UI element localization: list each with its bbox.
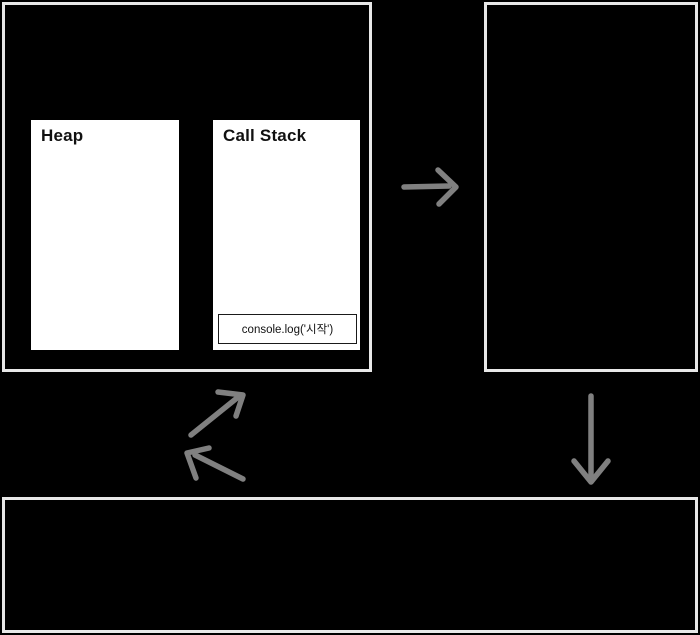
- arrow-up-right-icon: [188, 395, 240, 438]
- arrow-up-left-icon: [192, 452, 246, 482]
- bottom-panel: [2, 497, 698, 633]
- call-stack-label: Call Stack: [223, 126, 307, 145]
- arrow-up-left-head-icon: [184, 445, 212, 481]
- js-engine-panel: Heap Call Stack console.log('시작'): [2, 2, 372, 372]
- arrow-right-head-icon: [435, 167, 459, 207]
- stack-frame: console.log('시작'): [218, 314, 357, 344]
- heap-label: Heap: [41, 126, 84, 145]
- heap-box: Heap: [29, 118, 181, 352]
- right-panel: [484, 2, 698, 372]
- arrow-up-right-head-icon: [215, 389, 246, 419]
- arrow-down-head-icon: [571, 458, 611, 485]
- arrow-right-icon: [401, 183, 452, 190]
- call-stack-box: Call Stack console.log('시작'): [211, 118, 362, 352]
